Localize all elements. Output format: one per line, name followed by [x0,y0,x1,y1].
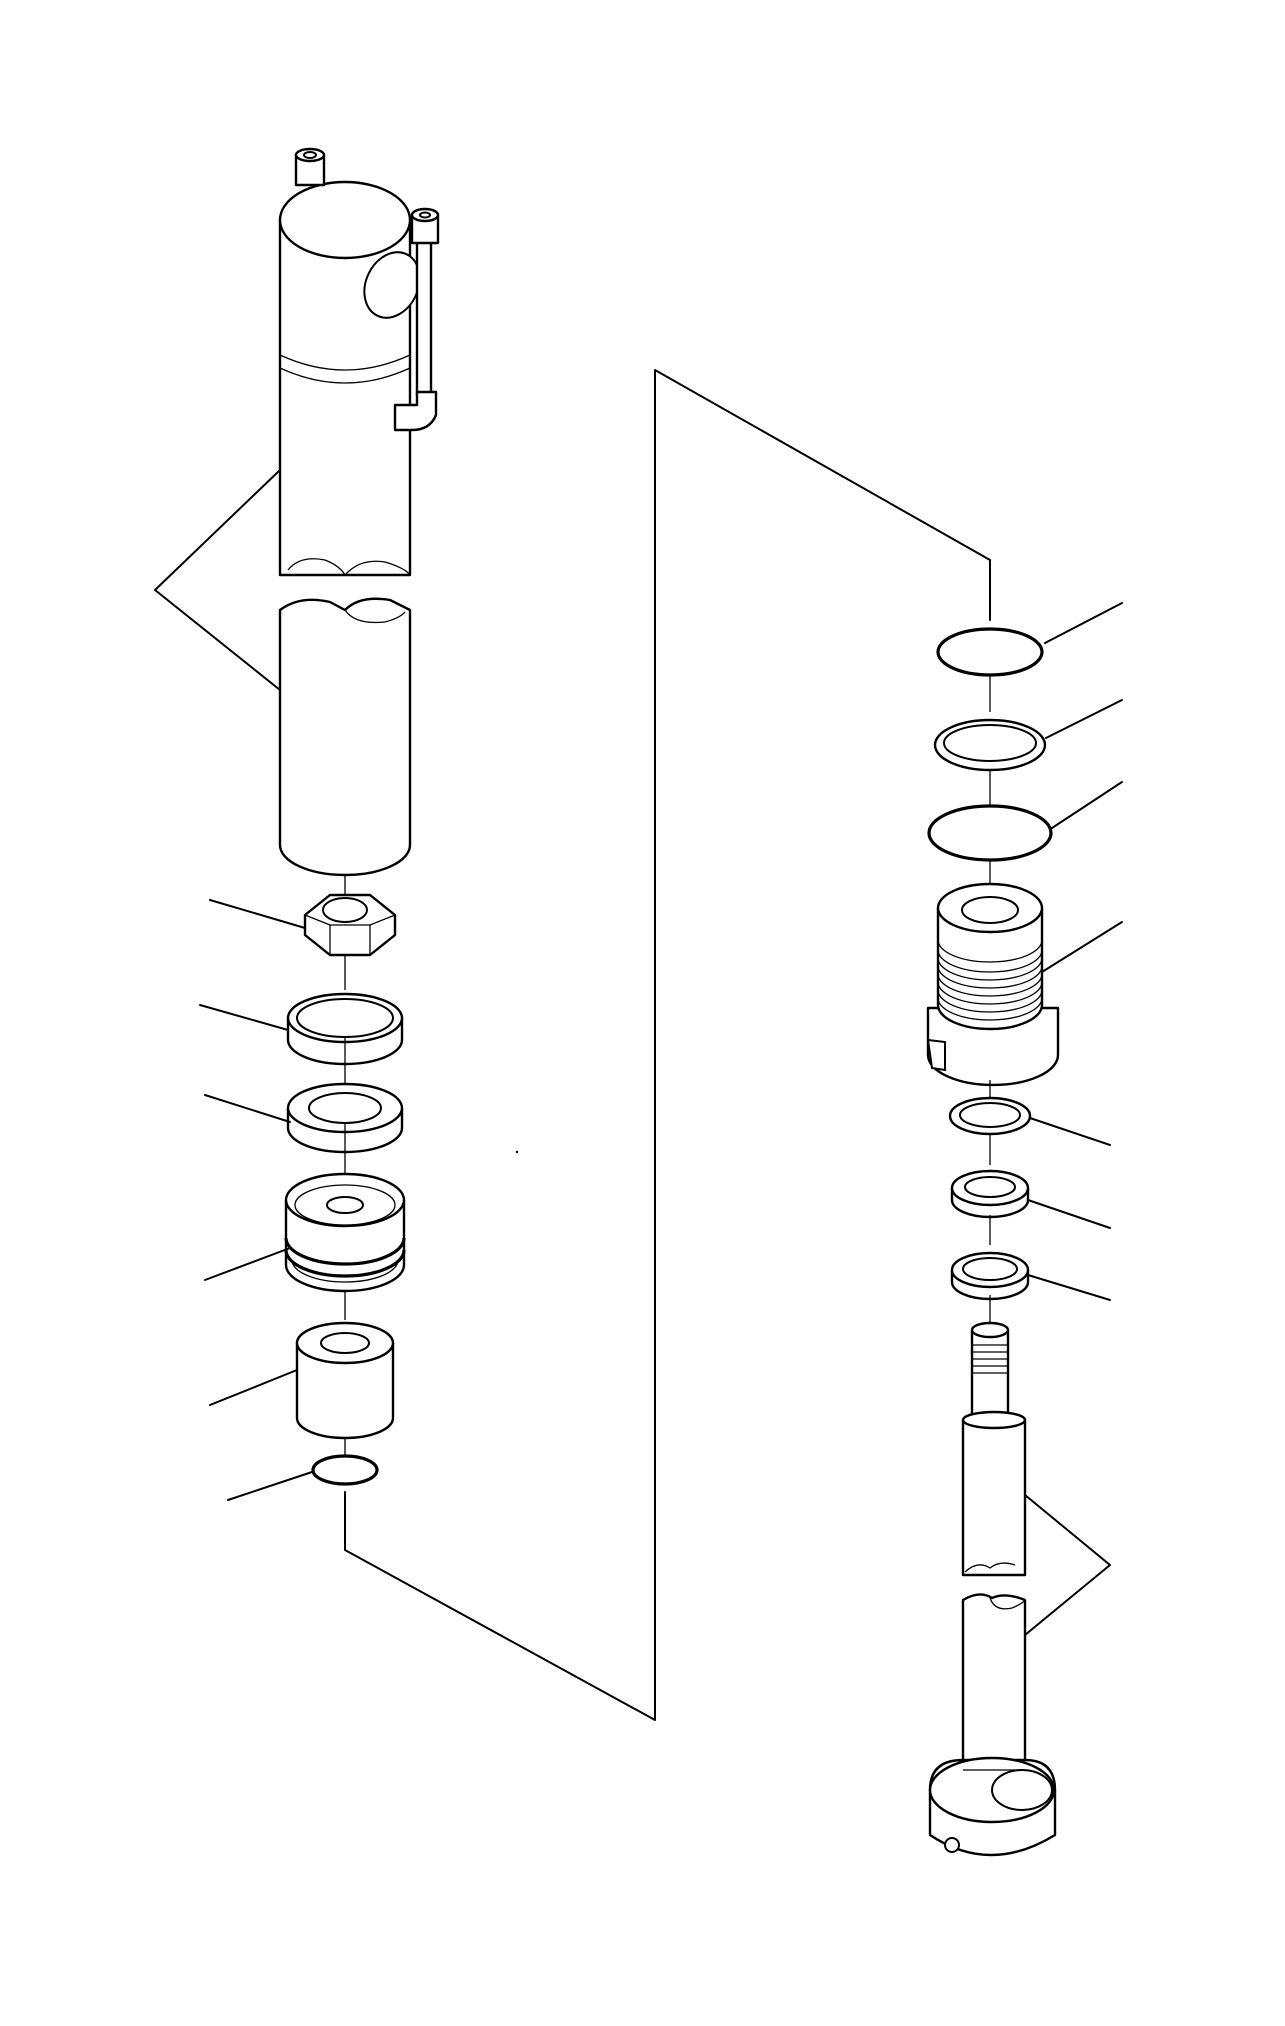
leader-wiper-seal [1027,1274,1111,1301]
spacer-sleeve [295,1321,395,1440]
cylinder-pipe [393,207,440,432]
guide-ring [286,1082,404,1154]
leader-guide-ring [204,1094,291,1123]
backup-ring [933,718,1047,772]
outer-o-ring [927,804,1053,862]
assembly-connector [344,369,991,1721]
leader-backup-ring [1045,699,1123,739]
leader-cylinder-head [1041,921,1123,973]
piston [284,1172,406,1293]
leader-tube [154,469,281,691]
o-ring [311,1454,379,1486]
leader-spacer-sleeve [209,1369,298,1406]
snap-ring [936,627,1044,677]
leader-piston-rod [1024,1494,1111,1636]
cylinder-tube-upper [278,180,421,577]
wiper-seal [950,1251,1030,1301]
leader-wear-ring [199,1004,289,1031]
bleed-screw [294,147,326,187]
rod-seal [948,1096,1032,1136]
cylinder-head [926,882,1060,1087]
guide-bushing [950,1169,1030,1219]
leader-snap-ring [1044,602,1123,644]
leader-hex-nut [209,899,306,929]
stray-mark [515,1150,519,1154]
wear-ring [286,992,404,1066]
leader-rod-seal [1029,1117,1111,1146]
cylinder-tube-lower [278,597,412,877]
piston-rod-upper [961,1321,1027,1577]
hex-nut [303,893,397,957]
leader-piston [204,1247,291,1281]
leader-guide-bushing [1027,1199,1111,1229]
piston-rod-lower [928,1593,1057,1857]
leader-outer-o-ring [1051,781,1123,829]
leader-o-ring [227,1471,313,1501]
